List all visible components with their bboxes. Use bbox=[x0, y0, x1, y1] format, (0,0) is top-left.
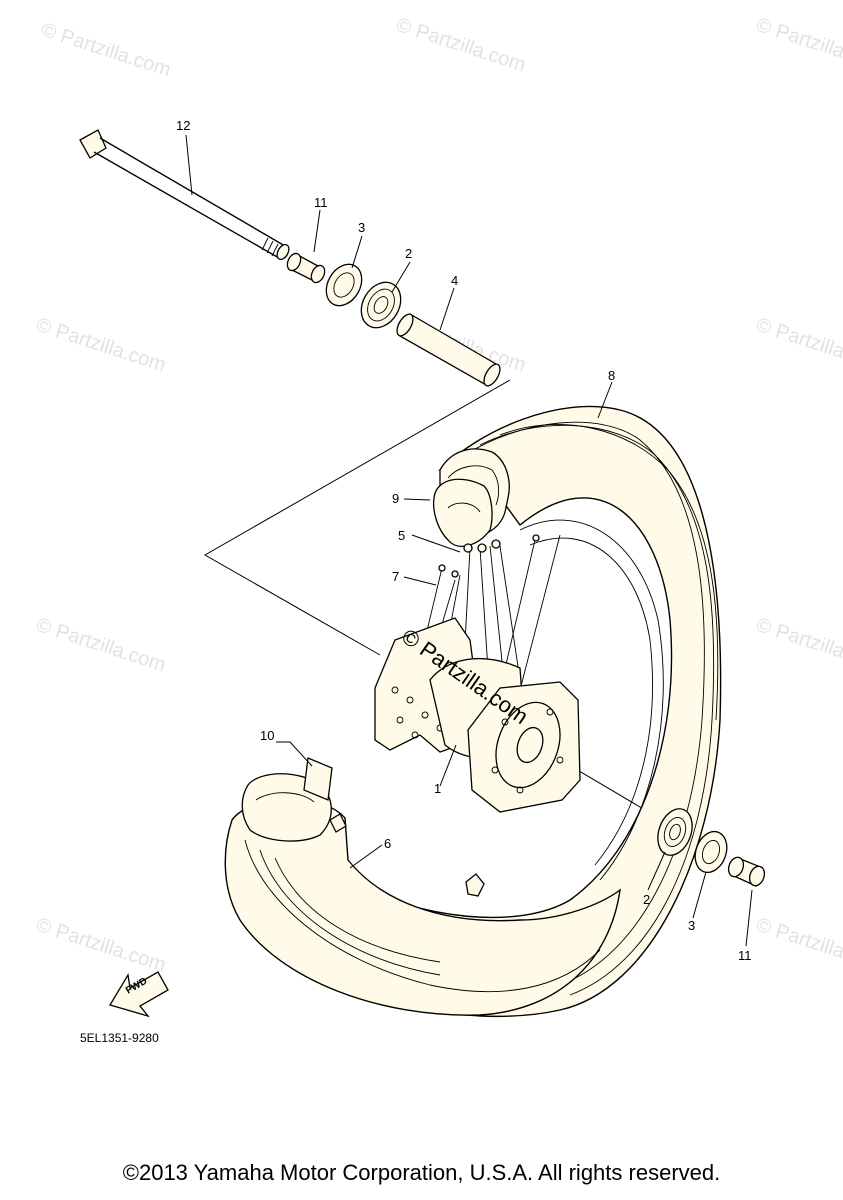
callout-6: 6 bbox=[384, 836, 391, 851]
oil-seal-bottom bbox=[694, 830, 728, 874]
callout-3-bottom: 3 bbox=[688, 918, 695, 933]
watermark: © Partzilla.com bbox=[393, 14, 528, 77]
callout-1: 1 bbox=[434, 781, 441, 796]
callout-3: 3 bbox=[358, 220, 365, 235]
callout-4: 4 bbox=[451, 273, 458, 288]
bearing-top bbox=[360, 281, 402, 329]
callout-5: 5 bbox=[398, 528, 405, 543]
watermark: © Partzilla.com bbox=[753, 614, 843, 677]
watermark: © Partzilla.com bbox=[33, 314, 168, 377]
callout-11: 11 bbox=[314, 195, 328, 210]
tube-valve bbox=[303, 757, 347, 833]
oil-seal-top bbox=[325, 263, 363, 307]
callouts: 12 11 3 2 4 8 9 5 7 1 10 6 2 3 11 bbox=[176, 118, 752, 963]
callout-11-bottom: 11 bbox=[738, 948, 752, 963]
callout-10: 10 bbox=[260, 728, 274, 743]
callout-8: 8 bbox=[608, 368, 615, 383]
tube bbox=[224, 773, 621, 1016]
watermark: © Partzilla.com bbox=[33, 914, 168, 977]
leader-lines bbox=[185, 134, 753, 947]
copyright-notice: ©2013 Yamaha Motor Corporation, U.S.A. A… bbox=[122, 1160, 721, 1185]
callout-2-bottom: 2 bbox=[643, 892, 650, 907]
watermark: © Partzilla.com bbox=[753, 314, 843, 377]
fwd-arrow: FWD bbox=[109, 971, 169, 1018]
exploded-wheel-diagram: © Partzilla.com © Partzilla.com © Partzi… bbox=[33, 14, 843, 1045]
bearing-bottom bbox=[657, 808, 693, 856]
collar-top bbox=[286, 252, 326, 284]
spacer bbox=[396, 313, 501, 387]
callout-9: 9 bbox=[392, 491, 399, 506]
rim-band bbox=[432, 478, 493, 547]
watermark: © Partzilla.com bbox=[38, 19, 173, 82]
watermark: © Partzilla.com bbox=[33, 614, 168, 677]
hub bbox=[374, 617, 581, 813]
diagram-part-number: 5EL1351-9280 bbox=[80, 1031, 159, 1045]
watermark: © Partzilla.com bbox=[753, 14, 843, 77]
collar-bottom bbox=[727, 856, 766, 887]
callout-7: 7 bbox=[392, 569, 399, 584]
callout-12: 12 bbox=[176, 118, 190, 133]
axle bbox=[79, 129, 290, 261]
watermark: © Partzilla.com bbox=[753, 914, 843, 977]
callout-2: 2 bbox=[405, 246, 412, 261]
